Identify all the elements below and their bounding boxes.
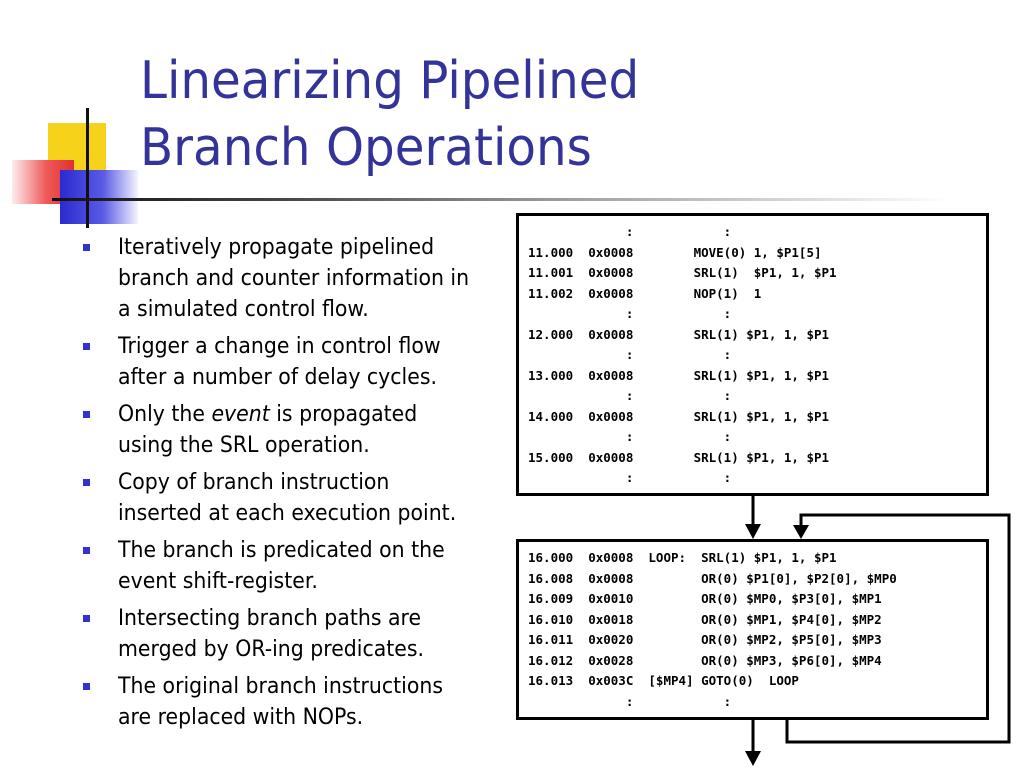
bullet-square-icon — [83, 343, 90, 350]
code-listing-loop: 16.000 0x0008 LOOP: SRL(1) $P1, 1, $P1 1… — [516, 539, 989, 720]
slide-title-line-2: Branch Operations — [140, 118, 592, 178]
code-line: 16.000 0x0008 LOOP: SRL(1) $P1, 1, $P1 — [528, 550, 837, 565]
bullet-item: The branch is predicated on the event sh… — [78, 535, 518, 597]
code-line: 16.009 0x0010 OR(0) $MP0, $P3[0], $MP1 — [528, 591, 882, 606]
bullet-square-icon — [83, 411, 90, 418]
bullet-text: Intersecting branch paths are merged by … — [118, 606, 425, 662]
bullet-square-icon — [83, 479, 90, 486]
code-line: 16.012 0x0028 OR(0) $MP3, $P6[0], $MP4 — [528, 652, 882, 668]
bullet-item: Copy of branch instruction inserted at e… — [78, 467, 518, 529]
bullet-item: Iteratively propagate pipelined branch a… — [78, 232, 518, 325]
bullet-item: Intersecting branch paths are merged by … — [78, 603, 518, 665]
bullet-text: Copy of branch instruction inserted at e… — [118, 470, 457, 526]
loop-back-head-icon — [793, 525, 809, 539]
arrow-exit-head-icon — [745, 751, 761, 766]
bullet-item: The original branch instructions are rep… — [78, 671, 518, 733]
slide-title: Linearizing Pipelined Branch Operations — [140, 48, 639, 182]
code-line: 16.010 0x0018 OR(0) $MP1, $P4[0], $MP2 — [528, 611, 882, 627]
arrow-down-head-icon — [745, 524, 761, 539]
decor-vertical-rule — [86, 108, 89, 228]
bullet-text: The original branch instructions are rep… — [118, 674, 443, 730]
code-line: : : — [528, 224, 732, 239]
code-line: 11.000 0x0008 MOVE(0) 1, $P1[5] — [528, 244, 822, 260]
code-line: 12.000 0x0008 SRL(1) $P1, 1, $P1 — [528, 326, 830, 342]
code-line: 14.000 0x0008 SRL(1) $P1, 1, $P1 — [528, 408, 830, 424]
loop-back-line — [785, 513, 1011, 744]
code-line: 11.001 0x0008 SRL(1) $P1, 1, $P1 — [528, 265, 837, 280]
code-line: 16.008 0x0008 OR(0) $P1[0], $P2[0], $MP0 — [528, 570, 897, 586]
bullet-item: Trigger a change in control flow after a… — [78, 331, 518, 393]
bullet-square-icon — [83, 615, 90, 622]
code-line: : : — [528, 693, 732, 709]
code-line: 16.013 0x003C [$MP4] GOTO(0) LOOP — [528, 673, 799, 688]
decor-blue-block — [60, 170, 138, 224]
bullet-square-icon — [83, 244, 90, 251]
bullet-square-icon — [83, 547, 90, 554]
code-listing-pipeline: : : 11.000 0x0008 MOVE(0) 1, $P1[5] 11.0… — [516, 213, 989, 496]
code-line: : : — [528, 306, 732, 321]
code-line: 15.000 0x0008 SRL(1) $P1, 1, $P1 — [528, 449, 830, 465]
code-line: : : — [528, 347, 732, 362]
bullet-text: Iteratively propagate pipelined branch a… — [118, 235, 470, 322]
title-underline-rule — [52, 198, 952, 201]
bullet-text: Trigger a change in control flow after a… — [118, 334, 441, 390]
code-line: : : — [528, 470, 732, 485]
code-line: 13.000 0x0008 SRL(1) $P1, 1, $P1 — [528, 367, 830, 383]
slide-title-line-1: Linearizing Pipelined — [140, 51, 640, 111]
bullet-square-icon — [83, 683, 90, 690]
bullet-text: The branch is predicated on the event sh… — [118, 538, 445, 594]
emphasis-event: event — [211, 402, 270, 427]
code-line: : : — [528, 429, 732, 444]
code-line: 16.011 0x0020 OR(0) $MP2, $P5[0], $MP3 — [528, 632, 882, 647]
code-line: : : — [528, 388, 732, 403]
bullet-list: Iteratively propagate pipelined branch a… — [78, 232, 518, 739]
code-line: 11.002 0x0008 NOP(1) 1 — [528, 285, 762, 301]
